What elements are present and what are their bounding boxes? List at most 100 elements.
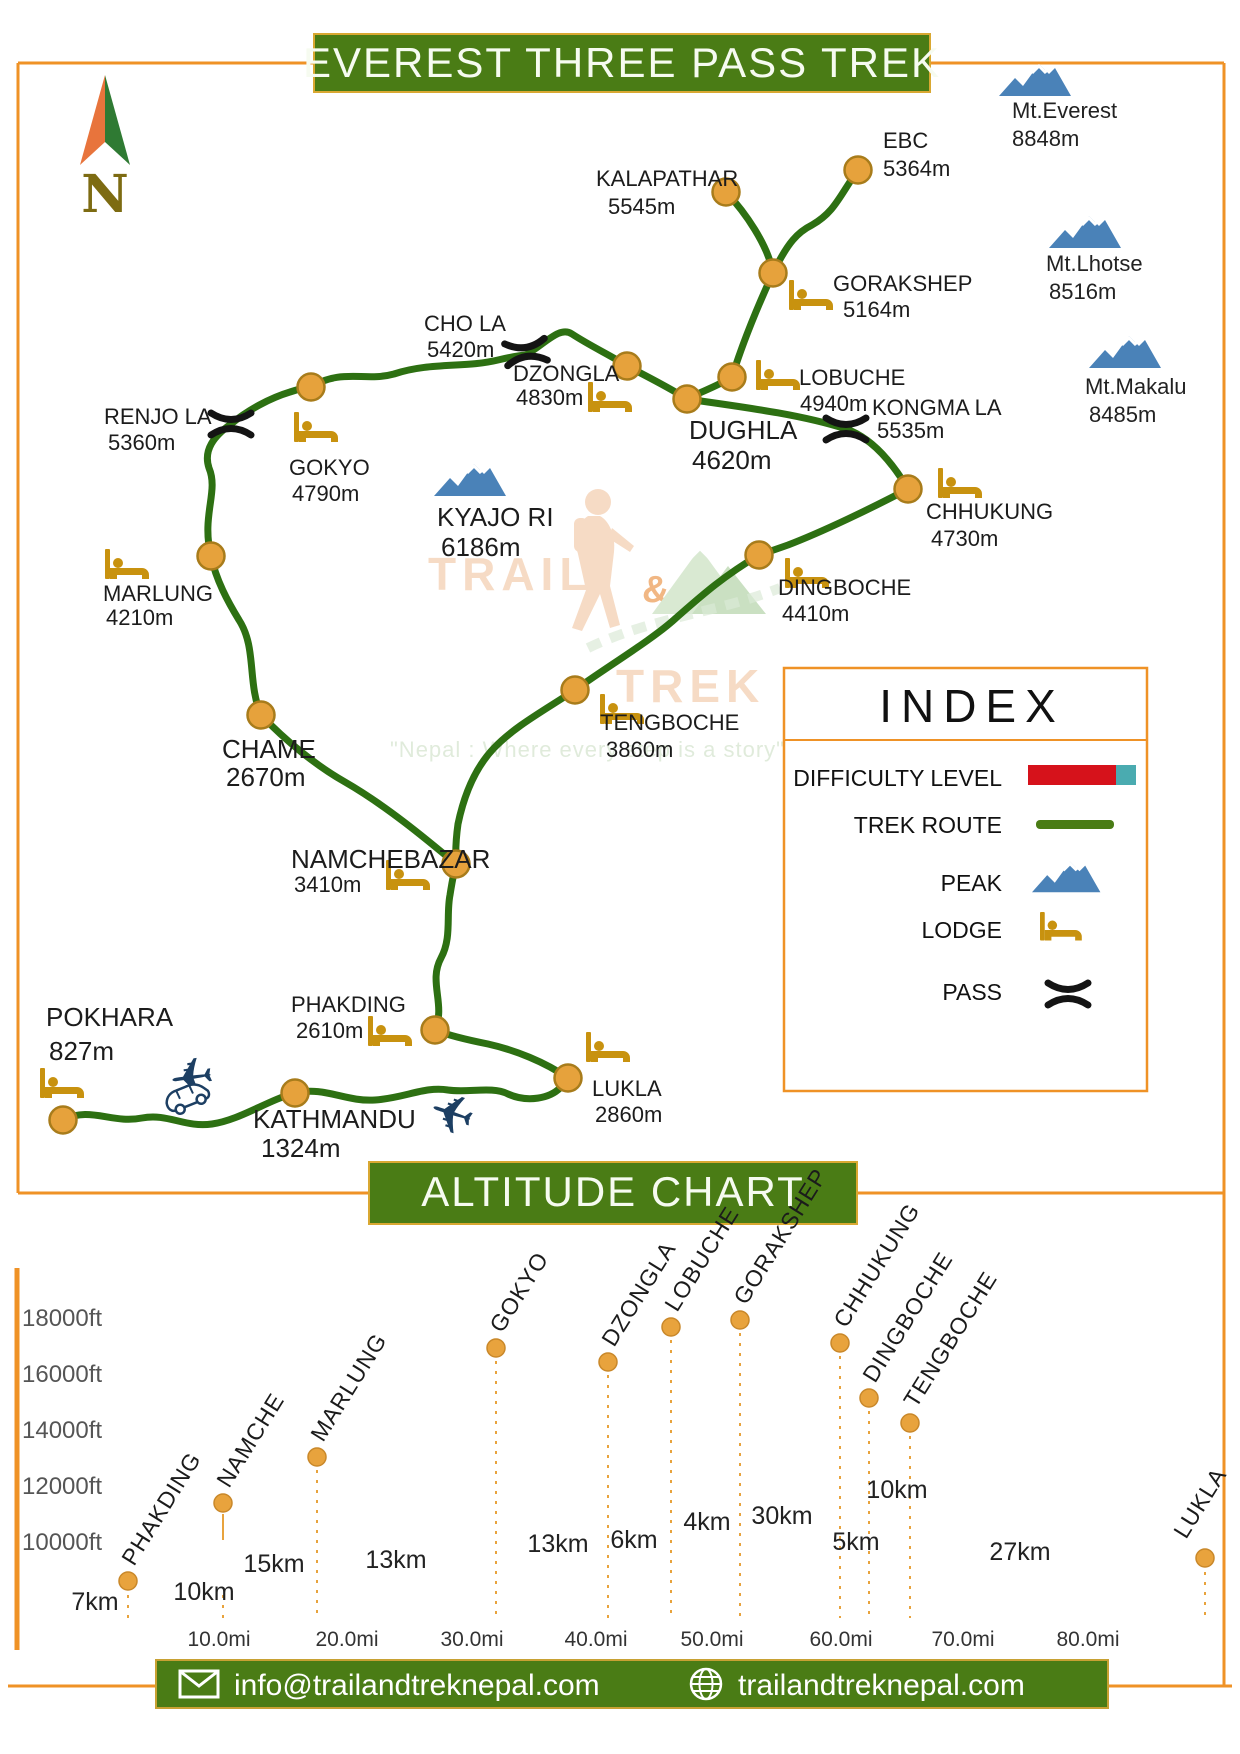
peak-name: KYAJO RI (437, 502, 554, 532)
lodge-icon-lukla (586, 1032, 630, 1062)
location-name: LOBUCHE (799, 365, 905, 390)
route-node-dughla (672, 384, 702, 414)
chart-dot (859, 1388, 879, 1408)
trek-route-path (204, 383, 315, 560)
location-elev: 5420m (427, 337, 494, 362)
chart-dot (307, 1447, 327, 1467)
x-tick: 50.0mi (680, 1628, 743, 1651)
map-location-lukla: LUKLA 2860m (592, 1076, 662, 1127)
distance-label: 4km (683, 1508, 730, 1536)
location-name: CHO LA (424, 311, 506, 336)
map-location-tengboche: TENGBOCHE 3860m (600, 710, 739, 762)
route-line-swatch (1036, 820, 1114, 829)
lodge-icon-pokhara (40, 1068, 84, 1098)
trek-route-path (452, 686, 579, 868)
x-tick: 40.0mi (564, 1628, 627, 1651)
location-name: MARLUNG (103, 581, 213, 606)
peak-kyajo-ri: KYAJO RI 6186m (437, 502, 554, 562)
chart-dot (598, 1352, 618, 1372)
route-node-chame (246, 700, 276, 730)
logo-watermark: TRAIL & TREK "Nepal : Where every step i… (390, 489, 784, 762)
index-lodge-label: LODGE (921, 917, 1002, 943)
trek-route-path (207, 552, 265, 719)
location-name: KALAPATHAR (596, 166, 738, 191)
mountain-icon-makalu (1087, 334, 1163, 370)
location-elev: 5364m (883, 156, 950, 181)
location-elev: 2670m (226, 762, 306, 792)
poster-title: EVEREST THREE PASS TREK (303, 39, 941, 86)
footer-website-link[interactable]: trailandtreknepal.com (738, 1669, 1025, 1702)
trek-route-path (431, 860, 460, 1034)
index-difficulty-label: DIFFICULTY LEVEL (793, 765, 1002, 791)
watermark-trail-text: TRAIL (428, 548, 593, 600)
location-name: DINGBOCHE (778, 575, 911, 600)
difficulty-bar-red (1028, 765, 1116, 785)
x-tick: 20.0mi (315, 1628, 378, 1651)
x-tick: 80.0mi (1056, 1628, 1119, 1651)
map-location-chhukung: CHHUKUNG 4730m (926, 499, 1053, 551)
map-location-dughla: DUGHLA 4620m (689, 415, 798, 475)
map-location-kalapathar: KALAPATHAR 5545m (596, 166, 738, 219)
trek-route-path (431, 1026, 572, 1082)
location-elev: 3860m (606, 737, 673, 762)
route-node-gorakshep (758, 258, 788, 288)
trek-route-path (755, 485, 912, 559)
altitude-point-marlung: MARLUNG (305, 1328, 392, 1618)
trek-route-path (59, 1074, 572, 1129)
chart-point-label: NAMCHE (211, 1388, 289, 1491)
map-location-dingboche: DINGBOCHE 4410m (778, 575, 911, 626)
y-tick: 10000ft (22, 1529, 102, 1556)
mountain-icon-everest (997, 62, 1073, 98)
distance-label: 7km (71, 1588, 118, 1616)
location-name: NAMCHEBAZAR (291, 844, 490, 874)
altitude-point-gorakshep: GORAKSHEP (728, 1164, 832, 1618)
route-node-pokhara (48, 1105, 78, 1135)
lodge-icon-phakding (368, 1016, 412, 1046)
footer-email-link[interactable]: info@trailandtreknepal.com (234, 1669, 600, 1702)
peak-name: Mt.Makalu (1085, 374, 1186, 399)
distance-label: 6km (610, 1526, 657, 1554)
x-tick: 30.0mi (440, 1628, 503, 1651)
altitude-chart-banner: ALTITUDE CHART (368, 1161, 858, 1225)
trek-route-path (257, 711, 460, 868)
location-name: GOKYO (289, 455, 370, 480)
chart-point-label: PHAKDING (116, 1447, 206, 1569)
mountain-icon-kyajo-ri (432, 462, 508, 498)
location-name: LUKLA (592, 1076, 662, 1101)
email-icon (178, 1669, 220, 1699)
map-location-chame: CHAME 2670m (222, 734, 316, 792)
x-tick: 60.0mi (809, 1628, 872, 1651)
location-elev: 3410m (294, 872, 361, 897)
route-node-kathmandu (280, 1078, 310, 1108)
location-elev: 4940m (800, 391, 867, 416)
lodge-icon-dzongla (588, 382, 632, 412)
distance-label: 15km (243, 1550, 304, 1578)
chart-dot (213, 1493, 233, 1513)
route-nodes (48, 155, 923, 1135)
location-elev: 4620m (692, 445, 772, 475)
map-location-gokyo: GOKYO 4790m (289, 455, 370, 506)
distance-label: 30km (751, 1502, 812, 1530)
route-node-gokyo (296, 372, 326, 402)
route-node-dzongla (612, 351, 642, 381)
location-name: RENJO LA (104, 404, 212, 429)
peak-elev: 8485m (1089, 402, 1156, 427)
x-tick: 70.0mi (931, 1628, 994, 1651)
route-node-marlung (196, 541, 226, 571)
map-location-gorakshep: GORAKSHEP 5164m (833, 271, 972, 322)
location-elev: 5164m (843, 297, 910, 322)
distance-label: 13km (365, 1546, 426, 1574)
chart-dot (118, 1571, 138, 1591)
index-route-label: TREK ROUTE (854, 812, 1002, 838)
chart-x-ticks: 10.0mi 20.0mi 30.0mi 40.0mi 50.0mi 60.0m… (187, 1628, 1119, 1651)
chart-dot (661, 1317, 681, 1337)
map-location-phakding: PHAKDING 2610m (291, 992, 406, 1043)
chart-dot (900, 1413, 920, 1433)
compass-arrow-west-half (80, 75, 105, 165)
map-location-kongma-la: KONGMA LA 5535m (872, 395, 1002, 443)
x-tick: 10.0mi (187, 1628, 250, 1651)
index-legend: INDEX DIFFICULTY LEVEL TREK ROUTE PEAK L… (782, 666, 1149, 1093)
location-name: TENGBOCHE (600, 710, 739, 735)
chart-point-label: MARLUNG (305, 1328, 392, 1445)
